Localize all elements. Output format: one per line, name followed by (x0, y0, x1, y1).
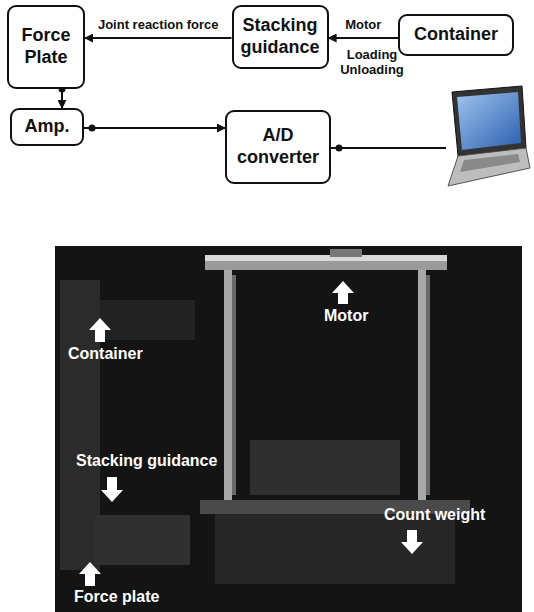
laptop-lid (452, 86, 526, 156)
edge-label: Motor (343, 18, 383, 33)
container-rig (60, 280, 100, 570)
motor-housing (330, 249, 362, 257)
amplifier-box: Amp. (10, 108, 84, 146)
photo-callout: Stacking guidance (76, 452, 246, 470)
laptop-screen (457, 92, 521, 150)
box-label: A/D converter (233, 125, 323, 168)
junction-dot (89, 125, 96, 132)
photo-callout: Count weight (384, 506, 514, 524)
frame-post-shadow (426, 275, 430, 495)
source-box: Container (398, 14, 514, 56)
signal-arrow (84, 127, 225, 129)
box-label: Stacking guidance (240, 15, 321, 58)
signal-arrow (329, 37, 399, 39)
junction-dot (336, 145, 343, 152)
output-wire (331, 147, 446, 149)
frame-post-shadow (232, 275, 236, 495)
photo-callout: Motor (324, 307, 404, 325)
pointer-arrow (89, 318, 111, 342)
frame-post (224, 270, 232, 500)
frame-post (418, 270, 426, 500)
box-label: Force Plate (15, 25, 77, 68)
box-label: Container (414, 24, 498, 46)
signal-arrow (85, 37, 232, 39)
box-label: Amp. (25, 116, 70, 138)
photo-callout: Force plate (74, 588, 194, 606)
pointer-arrow (79, 562, 101, 586)
force-plate-block (95, 515, 190, 565)
apparatus-photo (55, 246, 522, 612)
photo-callout: Container (68, 345, 188, 363)
frame-top-beam (205, 255, 447, 261)
edge-note: Loading Unloading (336, 48, 408, 78)
edge-label: Joint reaction force (96, 18, 221, 33)
pointer-arrow (101, 477, 123, 502)
container-body (100, 300, 195, 340)
pointer-arrow (401, 530, 423, 554)
converter-box: A/D converter (225, 110, 331, 184)
process-box: Stacking guidance (232, 5, 329, 69)
frame-top-rail (205, 261, 447, 270)
laptop-icon (448, 86, 530, 186)
frame-panel (250, 440, 400, 495)
photo-ground (55, 246, 522, 612)
laptop-keyboard (460, 154, 520, 172)
pointer-arrow (332, 281, 354, 304)
base-platform (215, 514, 455, 584)
sensor-box: Force Plate (7, 5, 85, 89)
laptop-base (448, 148, 530, 186)
